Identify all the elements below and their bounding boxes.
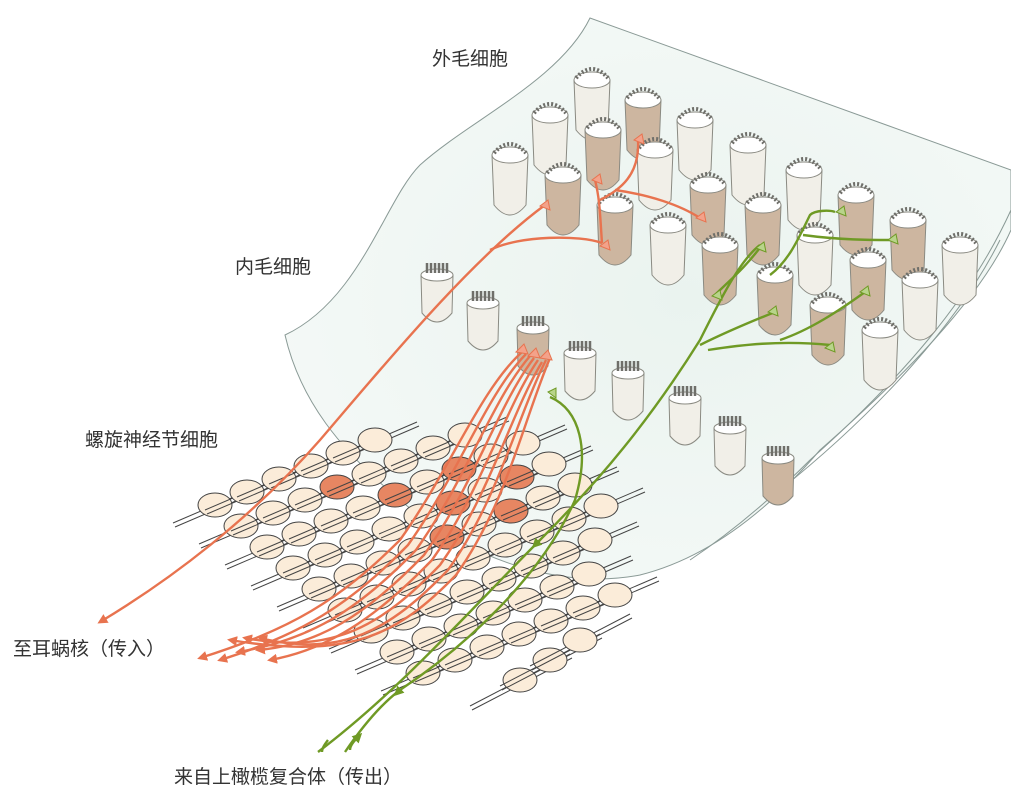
- ganglion-cell: [552, 521, 640, 563]
- inner-efferent-fiber: [344, 395, 584, 753]
- outer-hair-cell: [544, 162, 582, 236]
- outer-afferent-branch-2: [593, 179, 604, 244]
- ganglion-cell: [558, 487, 646, 529]
- inner-hair-cell: [761, 446, 795, 506]
- outer-afferent-branch-1: [489, 236, 603, 252]
- outer-hair-cells: [491, 67, 979, 391]
- inner-hair-cell: [563, 341, 597, 401]
- outer-hair-cell: [689, 172, 727, 246]
- inner-hair-cells-label: 内毛细胞: [235, 256, 312, 278]
- outer-hair-cell: [756, 262, 794, 336]
- inner-hair-cell: [611, 361, 645, 421]
- ganglion-cell: [529, 613, 633, 671]
- ganglion-cell: [276, 570, 364, 612]
- outer-hair-cell: [649, 212, 687, 286]
- outer-afferent-fiber: [97, 204, 546, 624]
- ganglion-cell: [332, 421, 420, 463]
- ganglion-cell: [526, 500, 614, 542]
- outer-hair-cell: [837, 182, 875, 256]
- membrane-edge-3: [779, 239, 1001, 491]
- outer-efferent-fiber: [317, 244, 761, 753]
- ganglion-cell: [546, 555, 634, 597]
- outer-hair-cell: [491, 142, 529, 216]
- outer-hair-cell: [809, 292, 847, 366]
- inner-hair-cell: [420, 263, 454, 323]
- ganglion-cell: [572, 576, 660, 618]
- outer-hair-cell: [676, 107, 714, 181]
- outer-hair-cell: [701, 232, 739, 306]
- from-superior-olive-label: 来自上橄榄复合体（传出）: [174, 766, 403, 788]
- spiral-ganglion-cells: [172, 416, 660, 711]
- outer-hair-cell: [785, 157, 823, 231]
- efferent-terminals: [547, 205, 899, 399]
- inner-hair-cell: [668, 386, 702, 446]
- inner-hair-cells: [420, 263, 795, 506]
- afferent-fibers: [97, 133, 707, 664]
- spiral-ganglion-cells-label: 螺旋神经节细胞: [85, 429, 219, 451]
- outer-afferent-branch-4: [614, 188, 701, 220]
- outer-hair-cell: [796, 222, 834, 296]
- outer-hair-cell: [636, 137, 674, 211]
- outer-hair-cells-label: 外毛细胞: [432, 48, 509, 70]
- outer-afferent-branch-3: [599, 139, 640, 202]
- outer-hair-cell: [849, 247, 887, 321]
- outer-hair-cell: [584, 117, 622, 191]
- outer-hair-cell: [531, 102, 569, 176]
- efferent-fibers: [317, 205, 899, 753]
- outer-hair-cell: [861, 317, 899, 391]
- outer-hair-cell: [901, 267, 939, 341]
- inner-hair-cell: [466, 291, 500, 351]
- ganglion-cell: [514, 568, 602, 610]
- inner-hair-cell: [713, 416, 747, 476]
- outer-hair-cell: [941, 232, 979, 306]
- outer-hair-cell: [889, 207, 927, 281]
- inner-afferent-bundle: [197, 351, 552, 664]
- ganglion-cell: [308, 557, 396, 599]
- afferent-terminals: [514, 133, 707, 361]
- ganglion-cell: [506, 445, 594, 487]
- to-cochlear-nucleus-label: 至耳蜗核（传入）: [13, 638, 166, 660]
- outer-hair-cell: [596, 192, 634, 266]
